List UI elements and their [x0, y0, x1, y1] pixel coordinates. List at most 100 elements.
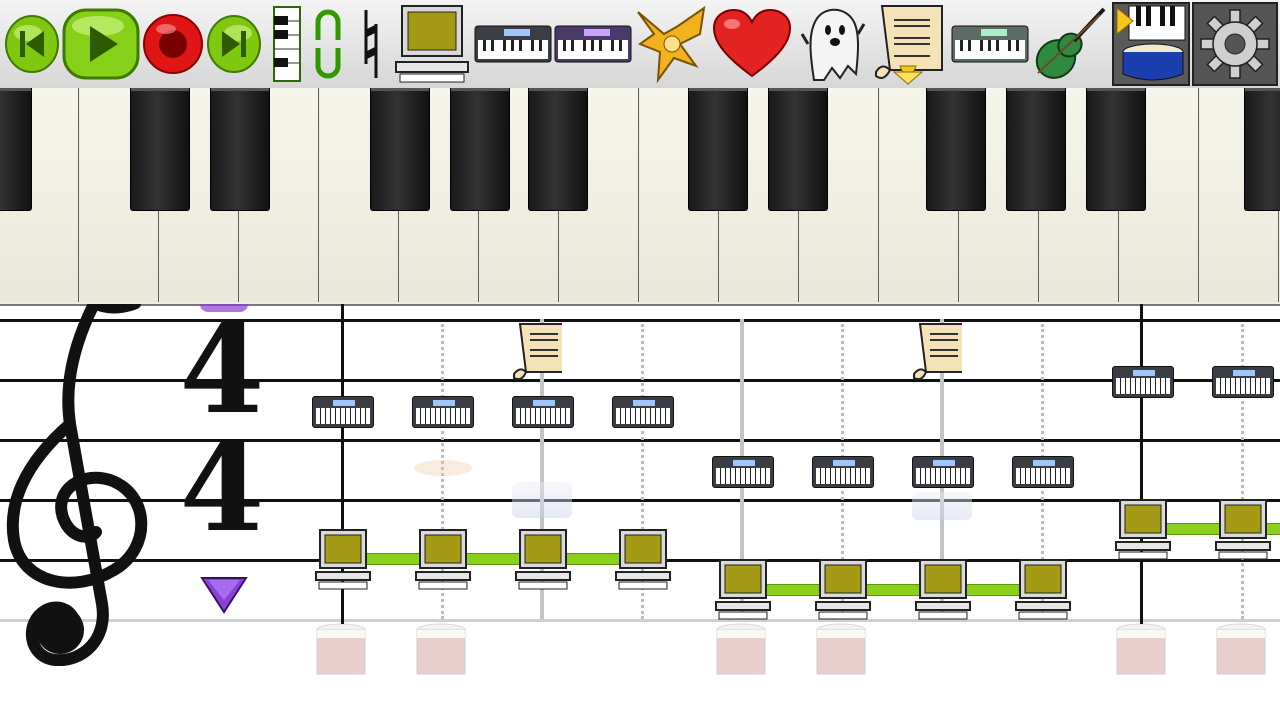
computer-note-icon[interactable]	[1014, 558, 1072, 622]
instrument-synth-button[interactable]	[474, 4, 552, 84]
settings-button[interactable]	[1192, 2, 1278, 86]
black-key[interactable]	[450, 88, 510, 211]
synth-note-icon[interactable]	[312, 396, 374, 428]
mini-keyboard-icon	[273, 6, 301, 82]
computer-note-icon[interactable]	[814, 558, 872, 622]
instrument-trumpet-button[interactable]	[634, 4, 712, 84]
natural-button[interactable]	[356, 4, 386, 84]
black-key[interactable]	[528, 88, 588, 211]
piano-keyboard	[0, 88, 1280, 306]
ghost-drum-icon	[816, 623, 866, 675]
synth-note-icon[interactable]	[512, 396, 574, 428]
time-signature: 4 4	[172, 297, 272, 559]
computer-note-icon[interactable]	[1214, 498, 1272, 562]
ghost-drum-icon	[416, 623, 466, 675]
ghost-drum-icon	[512, 482, 572, 518]
beat-line	[540, 319, 544, 619]
synth-note-icon[interactable]	[612, 396, 674, 428]
gem-cursor-icon[interactable]	[198, 572, 250, 614]
skip-back-icon	[5, 15, 59, 73]
ghost-drum-icon	[912, 492, 972, 520]
record-icon	[143, 14, 203, 74]
synth-note-icon[interactable]	[812, 456, 874, 488]
black-key[interactable]	[370, 88, 430, 211]
gear-icon	[1200, 9, 1270, 79]
ghost-drum-icon	[716, 623, 766, 675]
staff-line	[0, 379, 1280, 382]
loop-icon	[315, 9, 341, 79]
black-key[interactable]	[210, 88, 270, 211]
record-button[interactable]	[142, 4, 204, 84]
computer-note-icon[interactable]	[1114, 498, 1172, 562]
synth-note-icon[interactable]	[912, 456, 974, 488]
scroll-icon	[875, 5, 943, 86]
gem-top-icon	[200, 304, 248, 312]
instrument-heart-button[interactable]	[712, 4, 792, 84]
synth-purple-icon	[554, 25, 632, 63]
computer-icon	[395, 5, 469, 83]
instrument-ghost-button[interactable]	[798, 4, 868, 84]
ghost-icon	[800, 8, 866, 81]
forward-button[interactable]	[206, 4, 262, 84]
computer-note-icon[interactable]	[414, 528, 472, 592]
beat-line	[441, 324, 444, 619]
computer-note-icon[interactable]	[314, 528, 372, 592]
ghost-drum-icon	[1116, 623, 1166, 675]
keyboard-view-button[interactable]	[272, 4, 302, 84]
synth-note-icon[interactable]	[412, 396, 474, 428]
black-key[interactable]	[1006, 88, 1066, 211]
treble-clef-icon	[6, 304, 148, 666]
heart-icon	[712, 8, 792, 78]
toolbar	[0, 0, 1280, 89]
synth-green-icon	[951, 25, 1029, 63]
trumpet-icon	[637, 5, 706, 84]
scroll-note-icon[interactable]	[912, 320, 962, 380]
bar-line	[1140, 304, 1143, 624]
staff-line	[0, 319, 1280, 322]
black-key[interactable]	[926, 88, 986, 211]
time-signature-bottom: 4	[179, 415, 265, 559]
computer-note-icon[interactable]	[614, 528, 672, 592]
instrument-synth2-button[interactable]	[554, 4, 632, 84]
score-staff[interactable]: 4 4	[0, 304, 1280, 720]
note-tie	[766, 584, 1026, 596]
violin-icon	[1035, 7, 1106, 79]
instrument-synth3-button[interactable]	[950, 4, 1030, 84]
play-button[interactable]	[62, 4, 140, 84]
rewind-button[interactable]	[4, 4, 60, 84]
staff-line	[0, 499, 1280, 502]
black-key[interactable]	[130, 88, 190, 211]
synth-note-icon[interactable]	[1112, 366, 1174, 398]
time-signature-top: 4	[179, 297, 265, 441]
ledger-line	[0, 619, 1280, 622]
scroll-note-icon[interactable]	[512, 320, 562, 380]
note-tie	[366, 553, 626, 565]
staff-line	[0, 439, 1280, 442]
black-key[interactable]	[0, 88, 32, 211]
ghost-drum-icon	[316, 623, 366, 675]
beat-line	[641, 324, 644, 619]
beat-line	[1241, 324, 1244, 619]
instrument-computer-button[interactable]	[394, 4, 470, 84]
synth-note-icon[interactable]	[1212, 366, 1274, 398]
loop-button[interactable]	[312, 4, 344, 84]
black-key[interactable]	[1086, 88, 1146, 211]
computer-note-icon[interactable]	[714, 558, 772, 622]
computer-note-icon[interactable]	[514, 528, 572, 592]
synth-note-icon[interactable]	[712, 456, 774, 488]
computer-note-icon[interactable]	[914, 558, 972, 622]
instrument-scroll-button[interactable]	[872, 4, 948, 86]
black-key[interactable]	[768, 88, 828, 211]
natural-sign-icon	[364, 10, 378, 78]
bar-line	[341, 304, 344, 624]
black-key[interactable]	[688, 88, 748, 211]
synth-icon	[474, 25, 552, 63]
play-icon	[62, 8, 140, 80]
ghost-cymbal-icon	[414, 460, 472, 476]
piano-drum-icon	[1116, 5, 1186, 81]
skip-forward-icon	[207, 15, 261, 73]
black-key[interactable]	[1244, 88, 1280, 211]
drum-keyboard-toggle[interactable]	[1112, 2, 1190, 86]
instrument-violin-button[interactable]	[1030, 4, 1110, 84]
synth-note-icon[interactable]	[1012, 456, 1074, 488]
